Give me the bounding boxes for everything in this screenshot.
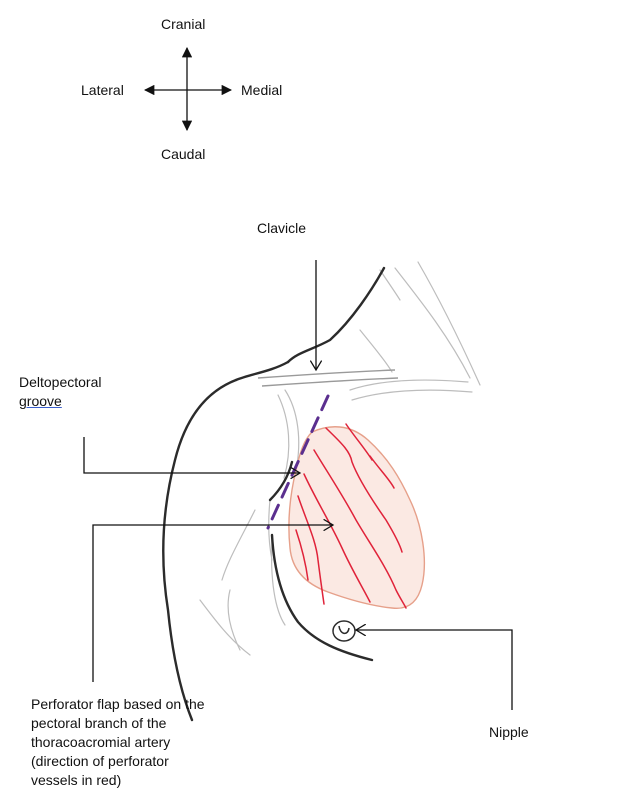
orientation-compass — [145, 48, 231, 130]
flap-label-line3: thoracoacromial artery — [31, 733, 170, 751]
compass-caudal-label: Caudal — [161, 145, 205, 163]
compass-cranial-label: Cranial — [161, 15, 205, 33]
nipple-pointer-arrow — [356, 630, 512, 710]
nipple-drawing — [333, 621, 355, 641]
axilla-line — [270, 462, 292, 500]
arm-outer-line — [163, 380, 236, 720]
groove-pointer-arrow — [84, 437, 300, 473]
deltopectoral-label-line2: groove — [19, 392, 62, 410]
compass-medial-label: Medial — [241, 81, 282, 99]
compass-lateral-label: Lateral — [81, 81, 124, 99]
clavicle-label: Clavicle — [257, 219, 306, 237]
flap-label-line1: Perforator flap based on the — [31, 695, 205, 713]
perforator-flap — [289, 427, 425, 609]
flap-label-line4: (direction of perforator — [31, 752, 169, 770]
flap-outline — [289, 427, 425, 609]
flap-label-line5: vessels in red) — [31, 771, 121, 789]
deltopectoral-label-line1: Deltopectoral — [19, 373, 102, 391]
flap-label-line2: pectoral branch of the — [31, 714, 166, 732]
neck-line — [288, 268, 384, 362]
nipple-label: Nipple — [489, 723, 529, 741]
